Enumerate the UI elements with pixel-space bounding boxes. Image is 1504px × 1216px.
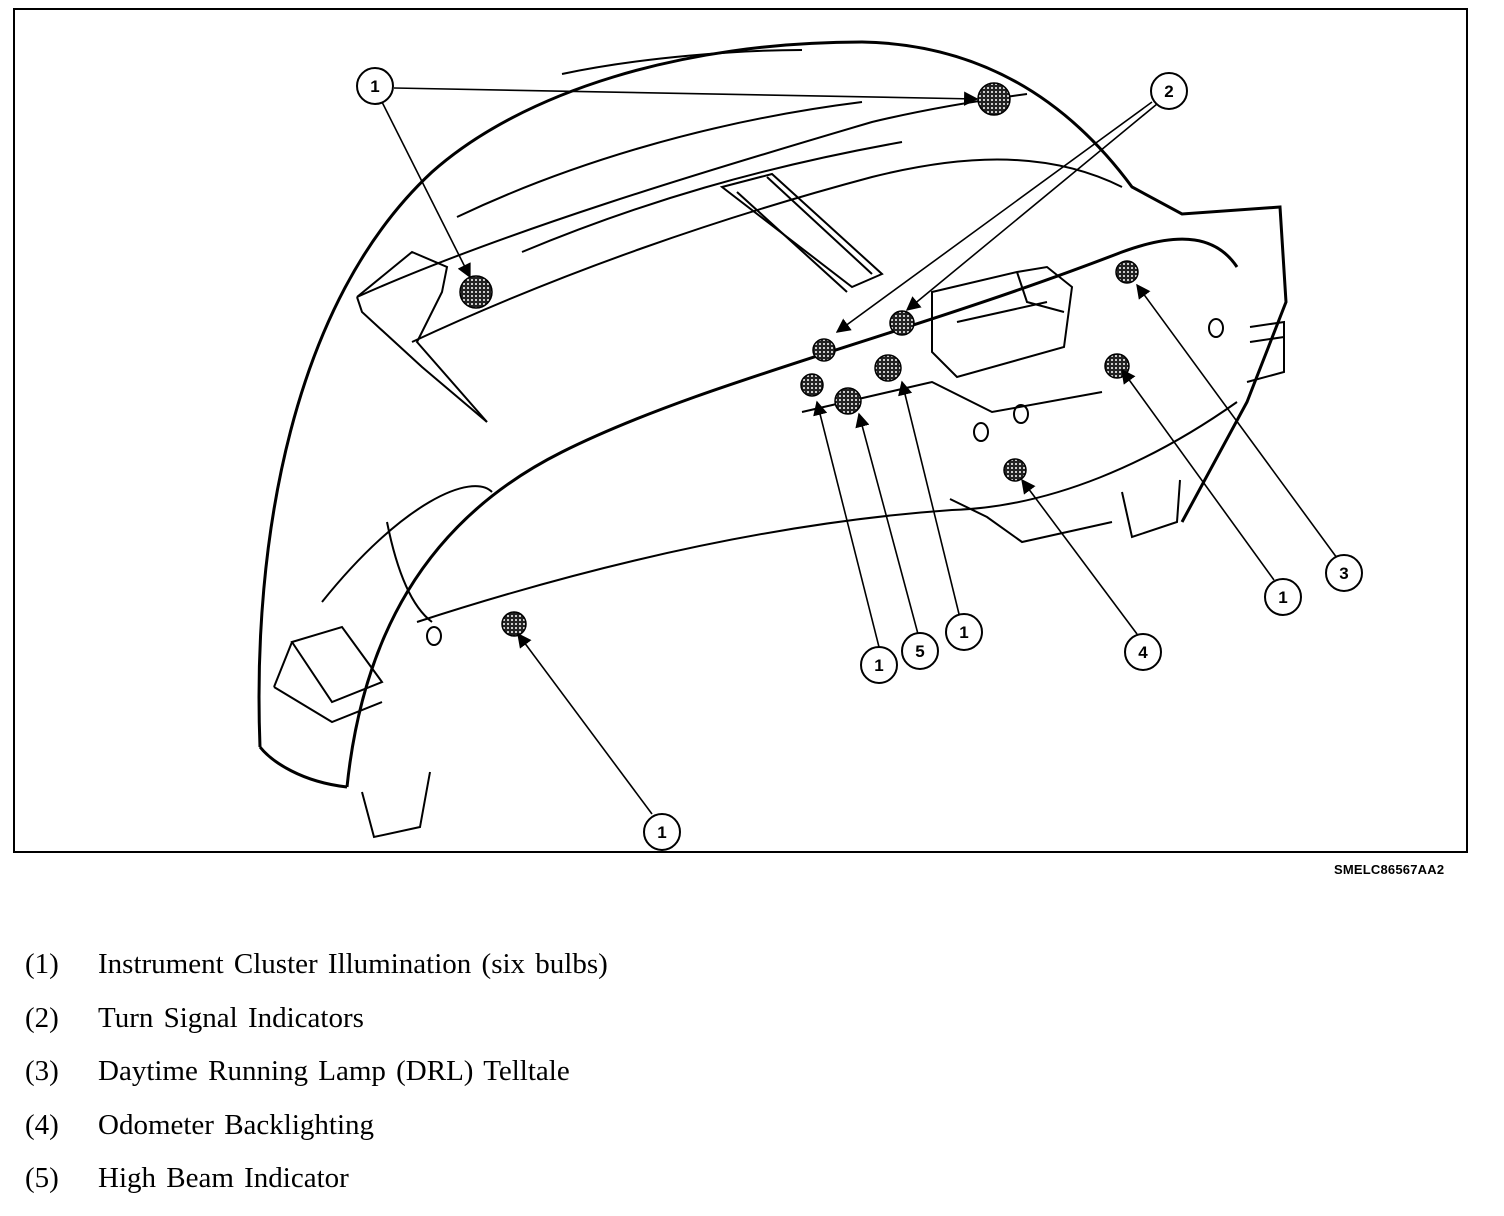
callout-5: 5: [901, 632, 939, 670]
callout-4: 4: [1124, 633, 1162, 671]
bulb: [834, 387, 862, 415]
legend-item: (3) Daytime Running Lamp (DRL) Telltale: [25, 1055, 925, 1109]
legend-text: Instrument Cluster Illumination (six bul…: [98, 948, 608, 980]
callout-1: 1: [860, 646, 898, 684]
mounting-holes: [426, 318, 1224, 646]
bulb: [1003, 458, 1027, 482]
cluster-diagram: 1 2 1 1 5 1 4: [13, 8, 1468, 853]
legend-number: (4): [25, 1108, 59, 1141]
callout-1: 1: [643, 813, 681, 851]
callout-2: 2: [1150, 72, 1188, 110]
legend-number: (3): [25, 1055, 59, 1087]
callout-1: 1: [945, 613, 983, 651]
legend-text: Daytime Running Lamp (DRL) Telltale: [98, 1055, 570, 1087]
leader-lines: [381, 87, 1338, 815]
bulb-sockets: [459, 82, 1139, 637]
callout-3: 3: [1325, 554, 1363, 592]
bulb: [812, 338, 836, 362]
svg-text:5: 5: [915, 642, 924, 661]
figure-reference-code: SMELC86567AA2: [1334, 862, 1445, 877]
svg-text:2: 2: [1164, 82, 1173, 101]
bulb: [459, 275, 493, 309]
legend-item: (4) Odometer Backlighting: [25, 1109, 925, 1163]
callout-1: 1: [1264, 578, 1302, 616]
svg-text:1: 1: [874, 656, 883, 675]
svg-text:1: 1: [657, 823, 666, 842]
legend-item: (5) High Beam Indicator: [25, 1162, 925, 1216]
legend-item: (1) Instrument Cluster Illumination (six…: [25, 948, 925, 1002]
svg-text:3: 3: [1339, 564, 1348, 583]
cluster-details: [273, 49, 1285, 839]
callouts: 1 2 1 1 5 1 4: [356, 67, 1363, 851]
legend-number: (1): [25, 948, 59, 980]
bulb: [889, 310, 915, 336]
legend: (1) Instrument Cluster Illumination (six…: [25, 948, 925, 1216]
bulb: [874, 354, 902, 382]
svg-text:1: 1: [1278, 588, 1287, 607]
svg-text:1: 1: [370, 77, 379, 96]
cluster-housing: [257, 40, 1288, 789]
callout-1: 1: [356, 67, 394, 105]
bulb: [800, 373, 824, 397]
legend-number: (5): [25, 1162, 59, 1194]
legend-text: High Beam Indicator: [98, 1162, 349, 1194]
legend-item: (2) Turn Signal Indicators: [25, 1002, 925, 1056]
bulb: [501, 611, 527, 637]
legend-text: Turn Signal Indicators: [98, 1001, 364, 1034]
bulb: [1115, 260, 1139, 284]
cluster-drawing: 1 2 1 1 5 1 4: [257, 40, 1363, 851]
bulb: [977, 82, 1011, 116]
legend-text: Odometer Backlighting: [98, 1108, 375, 1141]
legend-number: (2): [25, 1001, 59, 1034]
svg-text:1: 1: [959, 623, 968, 642]
svg-text:4: 4: [1138, 643, 1148, 662]
